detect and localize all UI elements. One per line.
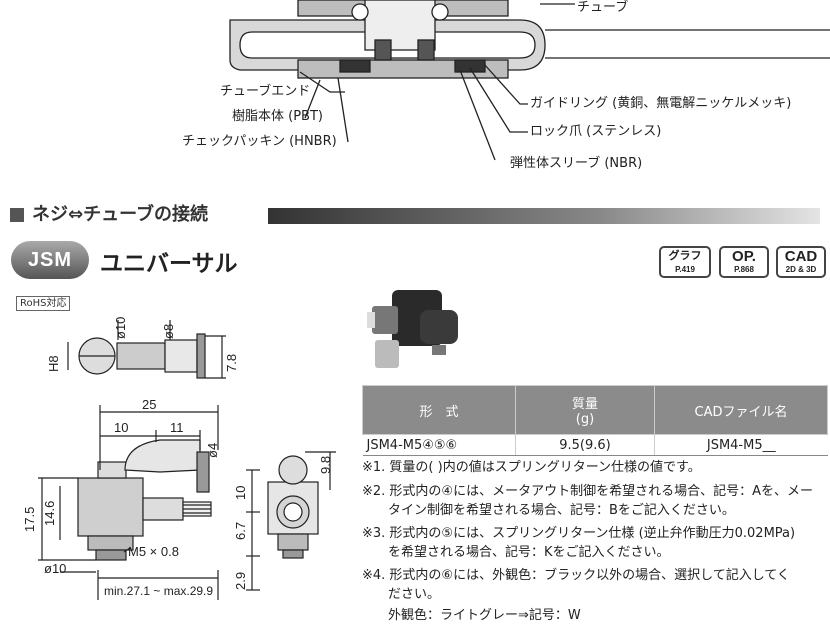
header-cad: CADファイル名 [654,385,828,435]
note-4-cont: ださい。 [362,587,441,602]
dim-range: min.27.1 ~ max.29.9 [104,584,214,598]
graph-label: グラフ [668,250,702,262]
dim-d4: ø4 [205,442,220,458]
op-badge[interactable]: OP. P.868 [719,246,769,278]
dim-10-side: 10 [233,485,248,500]
dim-9-8: 9.8 [318,455,333,474]
square-icon [10,208,24,222]
note-2-cont: タイン制御を希望される場合、記号：Bをご記入ください。 [362,503,735,518]
gradient-bar [268,208,820,224]
spec-table: 形 式 質量 (g) CADファイル名 JSM4-M5④⑤⑥ 9.5(9.6) … [362,385,828,456]
dim-14-6: 14.6 [42,500,57,526]
label-guide-ring: ガイドリング (黄銅、無電解ニッケルメッキ) [530,96,792,111]
cell-cad: JSM4-M5__ [654,434,828,456]
note-1: ※1. 質量の( )内の値はスプリングリターン仕様の値です。 [362,460,701,475]
dim-d8: ø8 [161,323,176,339]
table-row: JSM4-M5④⑤⑥ 9.5(9.6) JSM4-M5__ [362,434,828,456]
dim-d10-top: ø10 [113,316,128,339]
label-elastic-sleeve: 弾性体スリーブ (NBR) [510,156,643,171]
dim-17-5: 17.5 [22,506,37,532]
dim-7-8: 7.8 [224,353,239,372]
label-tube: チューブ [577,0,629,15]
op-page: P.868 [734,265,754,274]
note-3: ※3. 形式内の⑤には、スプリングリターン仕様 (逆止弁作動圧力0.02MPa) [362,526,796,541]
header-model: 形 式 [362,385,516,435]
section-header: ネジ⇔チューブの接続 [10,203,820,227]
note-2: ※2. 形式内の④には、メータアウト制御を希望される場合、記号：Aを、メー [362,484,813,499]
note-3-cont: を希望される場合、記号：Kをご記入ください。 [362,545,670,560]
dim-2-9: 2.9 [233,571,248,590]
rohs-badge: RoHS対応 [16,296,71,311]
cell-model: JSM4-M5④⑤⑥ [362,434,516,456]
graph-page: P.419 [675,265,695,274]
dim-h8: H8 [46,355,61,372]
cell-mass: 9.5(9.6) [515,434,655,456]
dim-11: 11 [170,420,184,435]
label-tube-end: チューブエンド [220,84,311,99]
note-4-color: 外観色：ライトグレー⇒記号：W [362,608,581,623]
label-check-packing: チェックパッキン (HNBR) [182,134,337,149]
section-title: ネジ⇔チューブの接続 [32,204,209,225]
header-mass: 質量 (g) [515,385,655,435]
dim-d10-bottom: ø10 [44,561,67,576]
cross-section-drawing [229,0,830,161]
graph-badge[interactable]: グラフ P.419 [659,246,711,278]
cad-badge[interactable]: CAD 2D & 3D [776,246,826,278]
series-badge: JSM [11,241,89,279]
cad-sub: 2D & 3D [785,265,817,274]
op-label: OP. [732,248,756,265]
dim-25: 25 [142,397,157,412]
dim-6-7: 6.7 [233,521,248,540]
label-lock-claw: ロック爪 (ステンレス) [530,124,662,139]
cad-label: CAD [784,248,818,265]
dim-thread: M5 × 0.8 [128,544,179,559]
series-title: ユニバーサル [100,251,238,277]
dim-10: 10 [114,420,129,435]
label-resin-body: 樹脂本体 (PBT) [232,109,323,124]
note-4: ※4. 形式内の⑥には、外観色：ブラック以外の場合、選択して記入してく [362,568,790,583]
